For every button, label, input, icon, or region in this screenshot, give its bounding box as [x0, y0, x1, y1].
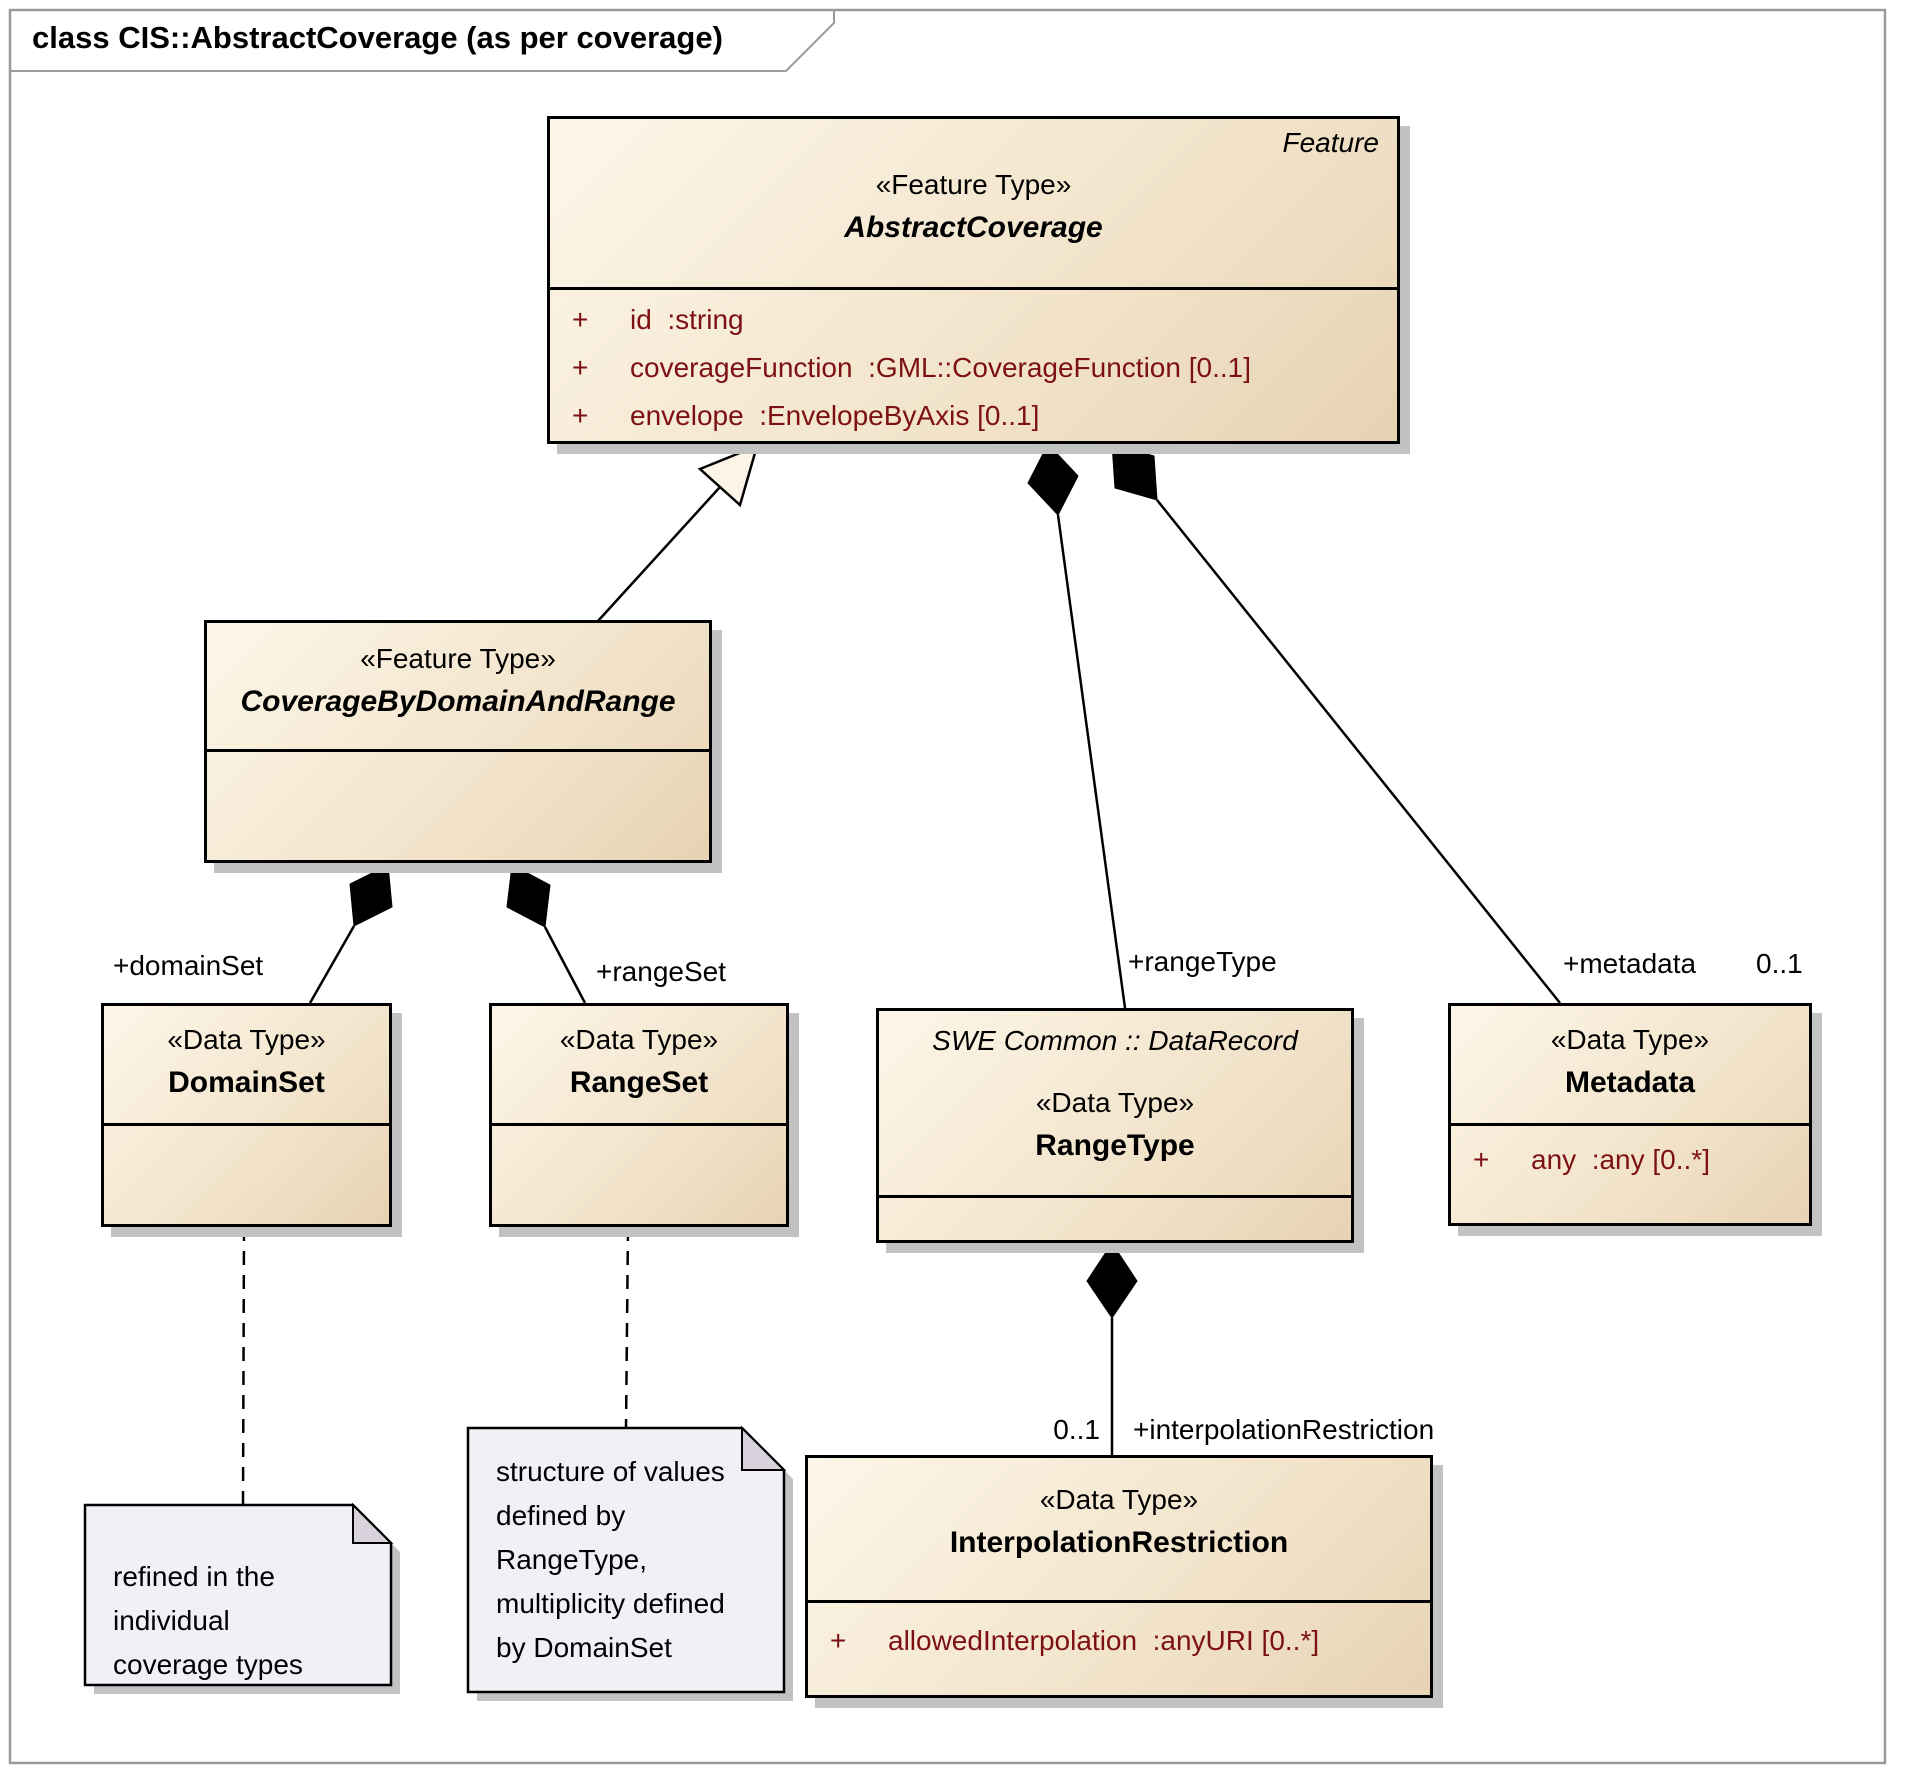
note-link-domainset[interactable]	[241, 1226, 246, 1506]
class-name: InterpolationRestriction	[949, 1526, 1289, 1559]
class-annotation: SWE Common :: DataRecord	[932, 1025, 1298, 1056]
class-name: CoverageByDomainAndRange	[240, 685, 676, 718]
class-metadata[interactable]: «Data Type» Metadata +any :any [0..*]	[1448, 1003, 1812, 1226]
composition-coveragebydomainandrange-domainset[interactable]	[308, 864, 393, 1004]
stereotype-label: «Feature Type»	[360, 643, 556, 674]
class-interpolationrestriction[interactable]: «Data Type» InterpolationRestriction +al…	[805, 1455, 1433, 1698]
class-name: Metadata	[1564, 1066, 1696, 1099]
note-fold-icon	[741, 1425, 787, 1471]
composition-abstractcoverage-metadata[interactable]	[1111, 443, 1561, 1004]
composition-diamond-icon	[1027, 443, 1079, 516]
class-rangetype[interactable]: SWE Common :: DataRecord «Data Type» Ran…	[876, 1008, 1354, 1243]
diagram-frame	[8, 8, 1887, 1765]
composition-coveragebydomainandrange-rangeset[interactable]	[506, 864, 587, 1004]
class-coveragebydomainandrange[interactable]: «Feature Type» CoverageByDomainAndRange	[204, 620, 712, 863]
role-label-domainset[interactable]: +domainSet	[113, 950, 264, 981]
class-name: RangeType	[1035, 1129, 1195, 1162]
composition-diamond-icon	[506, 864, 551, 928]
role-label-rangeset[interactable]: +rangeSet	[596, 956, 726, 987]
stereotype-label: «Data Type»	[1035, 1087, 1195, 1118]
class-domainset[interactable]: «Data Type» DomainSet	[101, 1003, 392, 1227]
role-label-rangetype[interactable]: +rangeType	[1128, 946, 1277, 977]
note-shape-structure	[466, 1425, 793, 1701]
multiplicity-label-interpolationrestriction[interactable]: 0..1	[1053, 1414, 1100, 1445]
diagram-title-tab	[10, 11, 835, 72]
note-fold-icon	[352, 1502, 394, 1544]
attribute-allowedinterpolation[interactable]: +allowedInterpolation :anyURI [0..*]	[830, 1625, 1320, 1656]
composition-rangetype-interpolationrestriction[interactable]	[1086, 1242, 1138, 1455]
multiplicity-label-metadata[interactable]: 0..1	[1756, 948, 1803, 979]
attribute-coveragefunction[interactable]: +coverageFunction :GML::CoverageFunction…	[572, 352, 1251, 383]
composition-abstractcoverage-rangetype[interactable]	[1027, 443, 1127, 1009]
note-structure[interactable]: structure of values defined by RangeType…	[496, 1456, 725, 1663]
class-rangeset[interactable]: «Data Type» RangeSet	[489, 1003, 789, 1227]
class-name: AbstractCoverage	[844, 211, 1103, 244]
attribute-id[interactable]: +id :string	[572, 304, 744, 335]
composition-diamond-icon	[349, 864, 393, 927]
generalization-triangle-icon	[697, 443, 759, 508]
attribute-envelope[interactable]: +envelope :EnvelopeByAxis [0..1]	[572, 400, 1040, 431]
attribute-any[interactable]: +any :any [0..*]	[1473, 1144, 1710, 1175]
stereotype-label: «Data Type»	[559, 1024, 719, 1055]
role-label-metadata[interactable]: +metadata	[1563, 948, 1697, 979]
composition-diamond-icon	[1111, 443, 1158, 501]
class-name: DomainSet	[168, 1066, 325, 1099]
composition-diamond-icon	[1086, 1242, 1138, 1319]
note-shape-refined	[83, 1502, 400, 1694]
note-link-rangeset[interactable]	[624, 1226, 630, 1429]
stereotype-label: «Feature Type»	[875, 169, 1072, 200]
role-label-interpolationrestriction[interactable]: +interpolationRestriction	[1133, 1414, 1435, 1445]
stereotype-label: «Data Type»	[1550, 1024, 1710, 1055]
note-refined[interactable]: refined in the individual coverage types	[113, 1561, 303, 1680]
stereotype-label: «Data Type»	[1039, 1484, 1199, 1515]
class-name: RangeSet	[569, 1066, 709, 1099]
generalization-coveragebydomainandrange-abstractcoverage[interactable]	[597, 443, 759, 622]
stereotype-label: «Data Type»	[167, 1024, 326, 1055]
class-annotation: Feature	[1282, 127, 1380, 158]
diagram-title: class CIS::AbstractCoverage (as per cove…	[32, 20, 723, 55]
class-abstractcoverage[interactable]: Feature «Feature Type» AbstractCoverage …	[547, 116, 1400, 444]
